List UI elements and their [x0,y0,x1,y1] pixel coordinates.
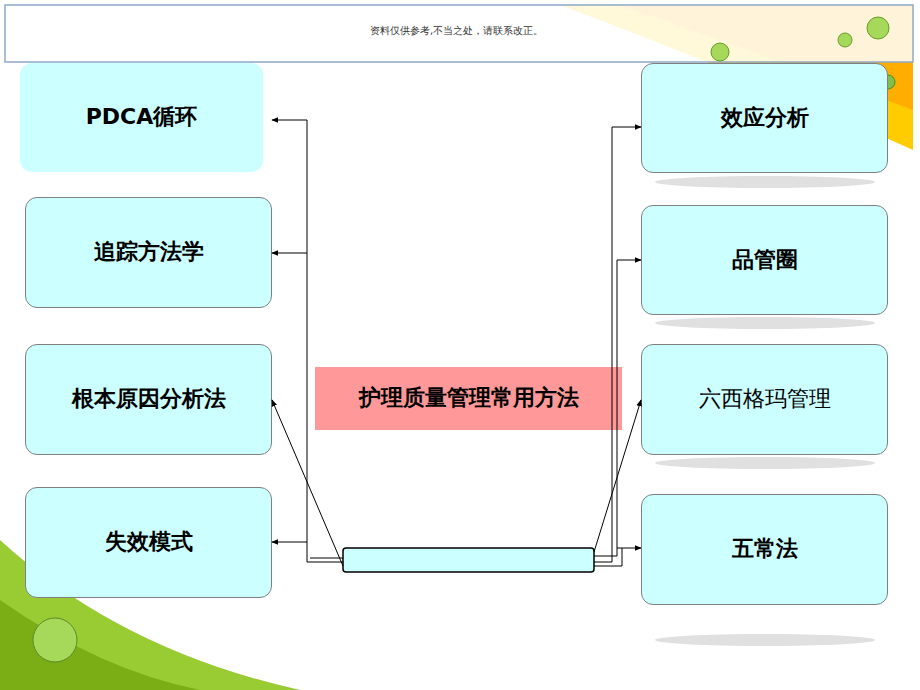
wire [310,558,343,559]
node-label: PDCA循环 [86,104,198,130]
watermark: 资料仅供参考,不当之处，请联系改正。 [370,24,543,38]
wire [272,253,307,254]
node-label: 追踪方法学 [94,239,204,265]
node-label: 五常法 [732,536,798,562]
node-label: 护理质量管理常用方法 [359,385,579,411]
wire [272,120,343,562]
central-topic: 护理质量管理常用方法 [315,367,622,430]
droplet [838,33,852,47]
shadow [655,317,875,329]
header-box [5,5,913,62]
wire [594,548,622,566]
shadow [655,634,875,646]
wire [617,548,641,549]
node-label: 品管圈 [732,247,798,273]
wire [272,542,307,543]
hub-bar [343,548,594,572]
node-label: 效应分析 [721,105,809,131]
method-box: 追踪方法学 [25,197,272,308]
wire [594,127,641,562]
method-box: 根本原因分析法 [25,344,272,455]
droplet [711,43,729,61]
node-label: 失效模式 [105,529,193,555]
node-label: 六西格玛管理 [699,386,831,412]
method-box: 品管圈 [641,205,888,315]
droplet [33,618,77,662]
swoosh-green-dark [0,600,200,690]
droplet [867,17,889,39]
method-box: 效应分析 [641,63,888,173]
method-box: 失效模式 [25,487,272,598]
shadow [655,176,875,188]
shadow [655,457,875,469]
node-label: 根本原因分析法 [72,386,226,412]
method-box: 六西格玛管理 [641,344,888,455]
method-box: 五常法 [641,494,888,605]
method-box: PDCA循环 [20,63,263,172]
